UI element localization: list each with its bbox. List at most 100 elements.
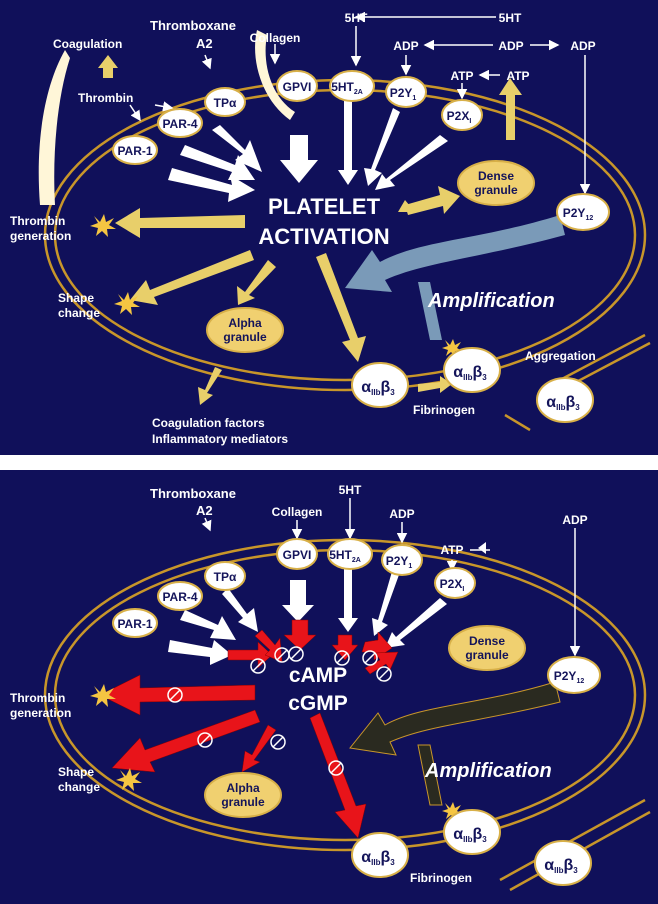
receptor-tpa — [204, 87, 246, 117]
label-thromboxane-2: Thromboxane — [150, 486, 236, 501]
label-shape-2-2: change — [58, 780, 100, 794]
amplification-arrow-2 — [349, 681, 561, 756]
inhibited-arrows — [99, 619, 399, 839]
label-par4: PAR-4 — [162, 117, 197, 131]
label-amplification-2: Amplification — [424, 760, 552, 782]
receptor-tpa-2 — [204, 561, 246, 591]
label-par1-2: PAR-1 — [117, 617, 152, 631]
receptor-par1 — [112, 135, 158, 165]
label-thrombin-gen-1-2: Thrombin — [10, 691, 65, 705]
label-p2y12: P2Y12 — [563, 206, 594, 222]
receptor-par1-2 — [112, 608, 158, 638]
coagulation-curve-arrow — [38, 50, 70, 205]
receptor-aiib-b3-3 — [536, 377, 594, 423]
receptor-aiib-b3-3-2 — [534, 840, 592, 886]
label-a2-2: A2 — [196, 503, 213, 518]
receptor-5ht2a-2 — [327, 538, 373, 570]
label-aiib-b3-2-2: αIIbβ3 — [453, 826, 487, 844]
label-alpha-2: granule — [223, 330, 267, 344]
center-label-2: ACTIVATION — [258, 224, 389, 249]
label-p2x1-2: P2XI — [440, 577, 465, 593]
label-par4-2: PAR-4 — [162, 590, 197, 604]
collagen-hook — [255, 30, 295, 120]
starbursts — [90, 214, 462, 357]
label-5ht2a: 5HT2A — [331, 80, 363, 96]
receptor-aiib-b3-2-2 — [443, 809, 501, 855]
label-atp-2: ATP — [506, 69, 529, 83]
label-collagen: Collagen — [250, 31, 301, 45]
label-shape-2: change — [58, 306, 100, 320]
label-atp-1: ATP — [450, 69, 473, 83]
label-atp-2b: ATP — [440, 543, 463, 557]
label-adp-2-2: ADP — [562, 513, 587, 527]
label-thrombin: Thrombin — [78, 91, 133, 105]
alpha-granule-2 — [204, 772, 282, 818]
inhibition-symbols — [167, 646, 392, 776]
label-collagen-2: Collagen — [272, 505, 323, 519]
receptor-p2y12 — [556, 193, 610, 231]
label-5ht-2: 5HT — [339, 483, 362, 497]
label-dense-2: granule — [474, 183, 518, 197]
amplification-arrow — [345, 215, 565, 292]
label-5ht2a-2: 5HT2A — [329, 548, 361, 564]
label-thrombin-gen-1: Thrombin — [10, 214, 65, 228]
coagulation-arrow — [98, 55, 118, 78]
receptor-p2y12-2 — [547, 656, 601, 694]
receptor-gpvi — [276, 70, 318, 102]
input-arrows-2 — [168, 558, 447, 665]
output-arrows — [115, 78, 522, 405]
platelet-inhibition-panel: PAR-1 PAR-4 TPα GPVI 5HT2A P2Y1 P2XI P2Y… — [0, 470, 658, 904]
label-thrombin-gen-2-2: generation — [10, 706, 71, 720]
label-amplification: Amplification — [427, 290, 555, 312]
inhibition-diagram: PAR-1 PAR-4 TPα GPVI 5HT2A P2Y1 P2XI P2Y… — [10, 483, 651, 892]
center-label-1-2: cAMP — [289, 664, 347, 687]
label-aiib-b3-3-2: αIIbβ3 — [544, 857, 578, 875]
label-aiib-b3-1: αIIbβ3 — [361, 379, 395, 397]
label-shape-1-2: Shape — [58, 765, 94, 779]
label-dense-1-2: Dense — [469, 634, 505, 648]
label-alpha-1: Alpha — [228, 316, 262, 330]
label-p2y12-2: P2Y12 — [554, 669, 585, 685]
receptor-par4-2 — [157, 581, 203, 611]
label-a2: A2 — [196, 36, 213, 51]
label-alpha-2-2: granule — [221, 795, 265, 809]
receptors — [112, 70, 610, 423]
receptor-gpvi-2 — [276, 538, 318, 570]
center-label-1: PLATELET — [268, 194, 381, 219]
receptors-2 — [112, 538, 601, 886]
platelet-activation-panel: PAR-1 PAR-4 TPα GPVI 5HT2A P2Y1 P2XI P2Y… — [0, 0, 658, 455]
receptor-aiib-b3-1 — [351, 362, 409, 408]
receptor-aiib-b3-1-2 — [351, 832, 409, 878]
label-dense-2-2: granule — [465, 648, 509, 662]
label-aggregation: Aggregation — [525, 349, 596, 363]
dense-granule — [457, 160, 535, 206]
label-aiib-b3-3: αIIbβ3 — [546, 394, 580, 412]
label-adp-1-2: ADP — [389, 507, 414, 521]
label-coag-factors: Coagulation factors — [152, 416, 265, 430]
input-arrows — [168, 100, 448, 202]
label-gpvi-2: GPVI — [283, 548, 312, 562]
receptor-p2x1 — [441, 99, 483, 131]
receptor-par4 — [157, 108, 203, 138]
label-aiib-b3-2: αIIbβ3 — [453, 364, 487, 382]
receptor-aiib-b3-2 — [443, 347, 501, 393]
label-thrombin-gen-2: generation — [10, 229, 71, 243]
label-5ht-top: 5HT — [345, 11, 368, 25]
label-adp-3: ADP — [570, 39, 595, 53]
receptor-p2x1-2 — [434, 567, 476, 599]
label-alpha-1-2: Alpha — [226, 781, 260, 795]
label-5ht-right: 5HT — [499, 11, 522, 25]
receptor-p2y1-2 — [381, 544, 423, 576]
label-fibrinogen-2: Fibrinogen — [410, 871, 472, 885]
label-tpa: TPα — [214, 96, 237, 110]
label-p2y1: P2Y1 — [390, 86, 417, 102]
label-aiib-b3-1-2: αIIbβ3 — [361, 849, 395, 867]
label-p2y1-2: P2Y1 — [386, 554, 413, 570]
label-fibrinogen: Fibrinogen — [413, 403, 475, 417]
alpha-granule — [206, 307, 284, 353]
label-p2x1: P2XI — [447, 109, 472, 125]
activation-diagram: PAR-1 PAR-4 TPα GPVI 5HT2A P2Y1 P2XI P2Y… — [10, 11, 651, 446]
label-adp-2: ADP — [498, 39, 523, 53]
label-dense-1: Dense — [478, 169, 514, 183]
label-inflam: Inflammatory mediators — [152, 432, 288, 446]
